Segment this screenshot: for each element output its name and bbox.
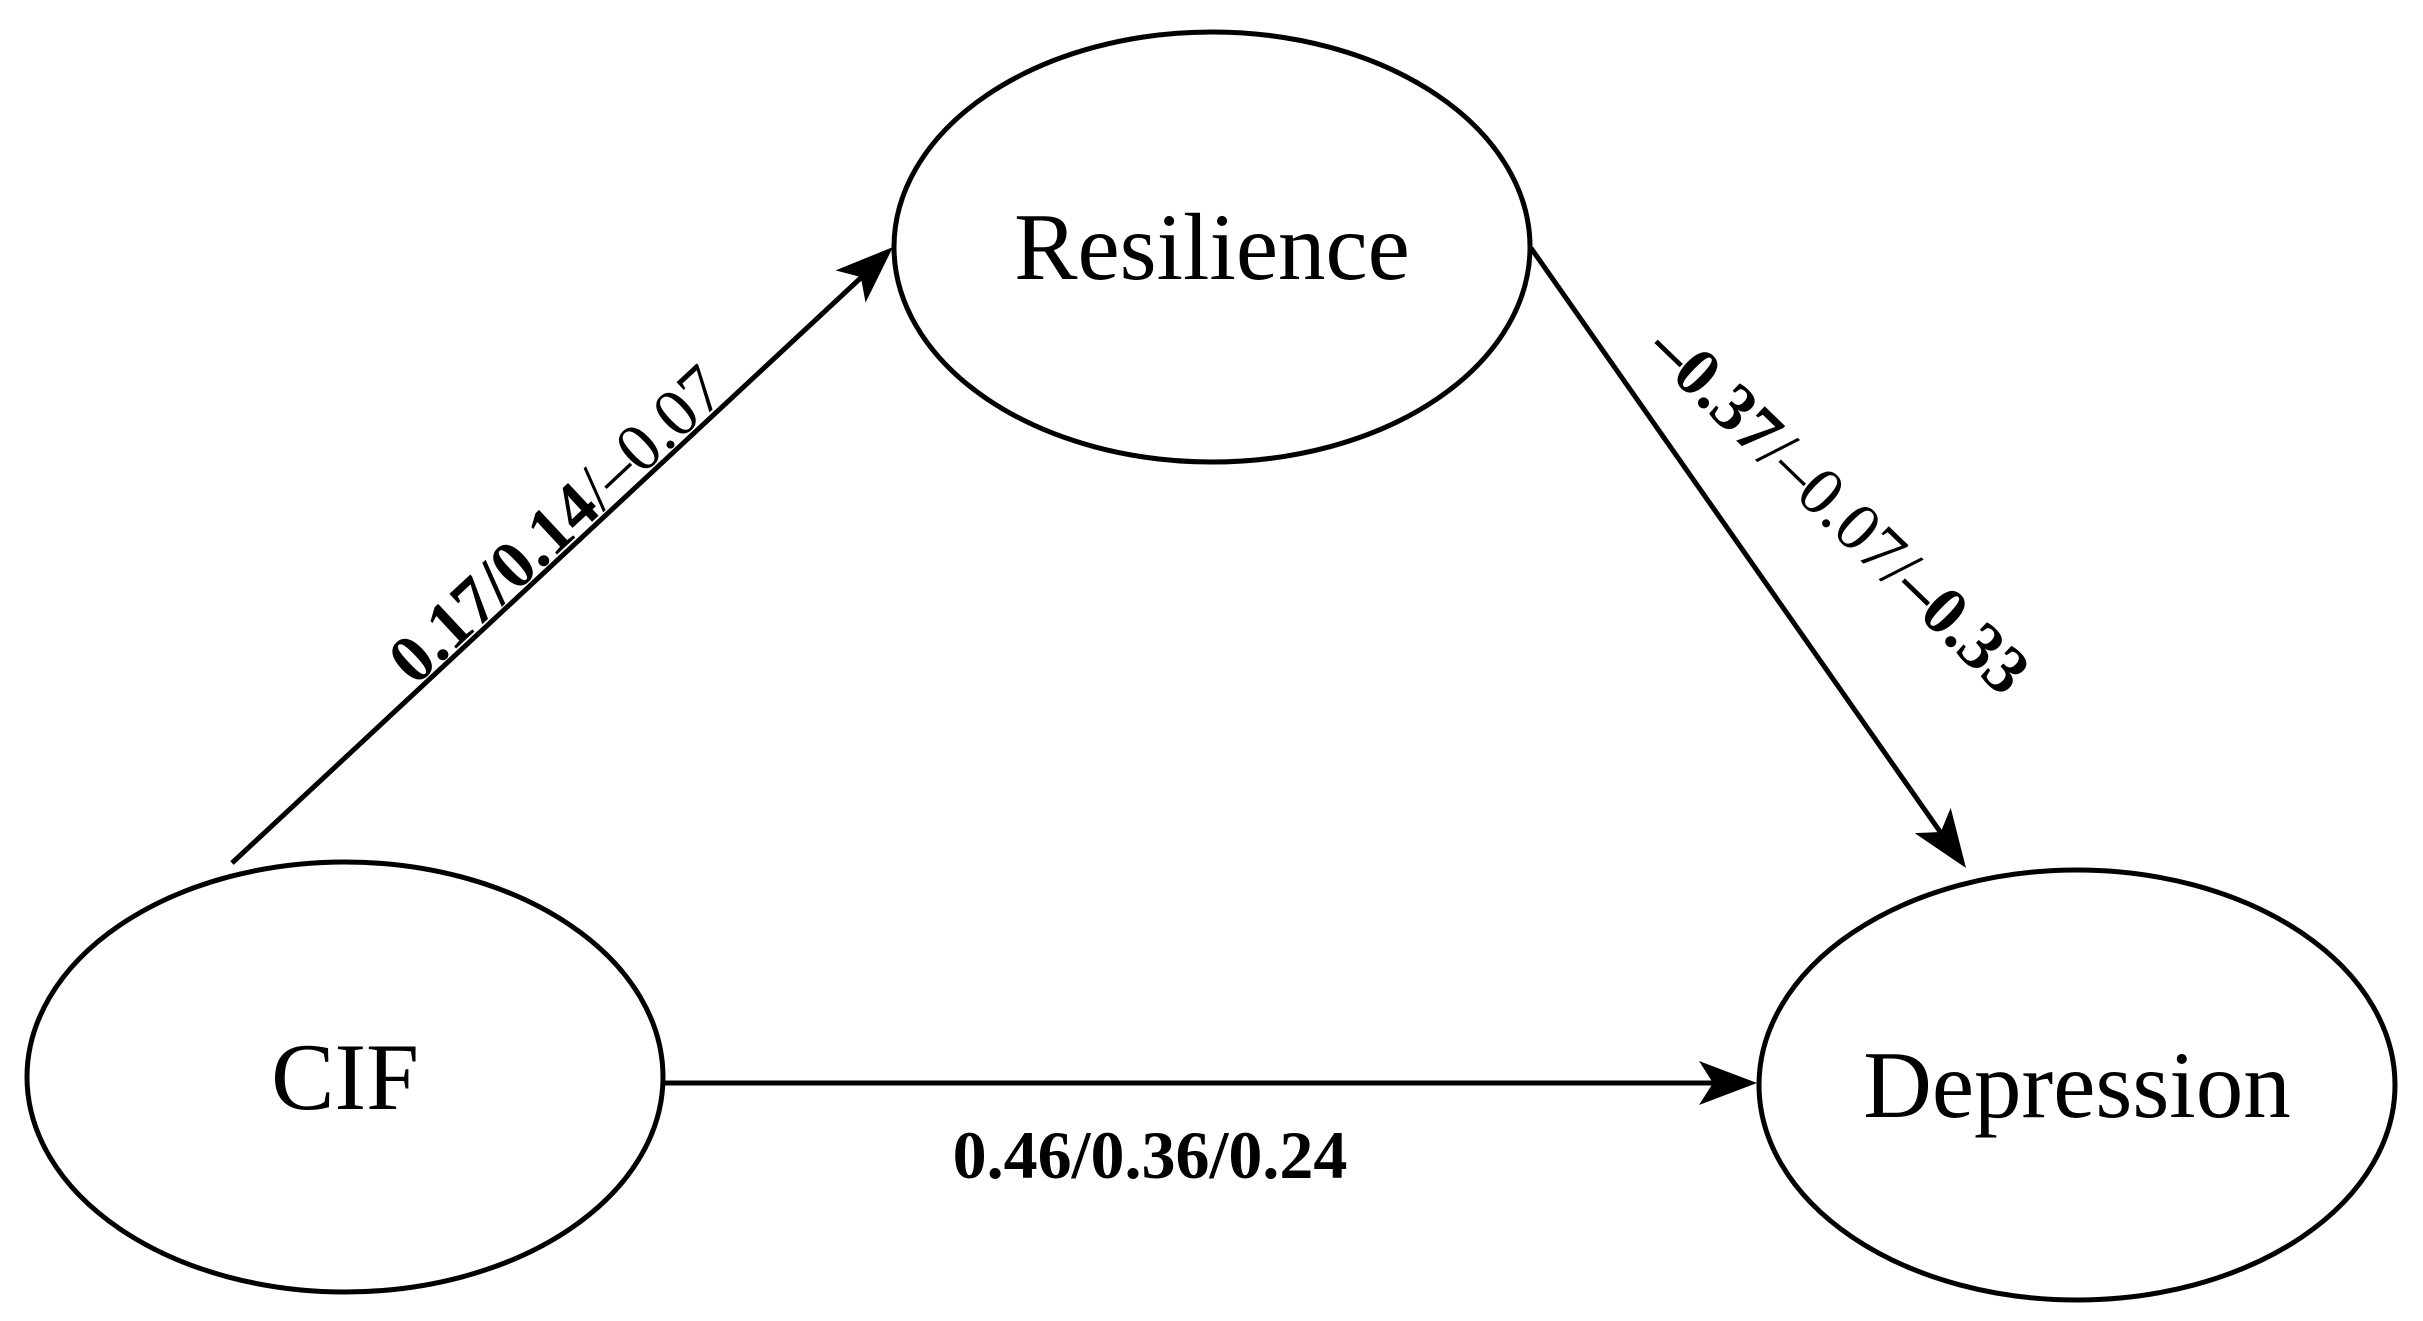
- node-depression-label: Depression: [1863, 1032, 2290, 1138]
- node-resilience-ellipse: [891, 29, 1533, 465]
- edge-cif-to-depression: 0.46/0.36/0.24: [665, 1061, 1757, 1193]
- edge-line-cif-to-resilience: [230, 258, 882, 865]
- edge-label-segment: /–0.07/: [1745, 415, 1935, 602]
- node-resilience: Resilience: [891, 29, 1533, 465]
- edge-line-resilience-to-depression: [1528, 246, 1958, 855]
- edge-label-cif-to-resilience: 0.17/0.14/–0.07: [373, 350, 738, 698]
- edge-label-segment: 0.17/0.14: [373, 467, 613, 698]
- node-depression: Depression: [1756, 867, 2398, 1303]
- arrowhead-cif-to-resilience: [835, 247, 893, 303]
- node-cif-label: CIF: [271, 1024, 419, 1130]
- edge-resilience-to-depression: –0.37/–0.07/–0.33: [1528, 246, 2045, 868]
- node-cif: CIF: [24, 859, 666, 1295]
- edge-label-resilience-to-depression: –0.37/–0.07/–0.33: [1634, 308, 2045, 708]
- edge-label-segment: /–0.07: [561, 350, 739, 523]
- node-cif-ellipse: [24, 859, 666, 1295]
- arrowhead-cif-to-depression: [1699, 1061, 1757, 1105]
- arrowhead-resilience-to-depression: [1914, 807, 1966, 868]
- node-resilience-label: Resilience: [1014, 194, 1410, 300]
- edge-label-cif-to-depression: 0.46/0.36/0.24: [953, 1117, 1348, 1193]
- edge-label-segment: 0.46/0.36/0.24: [953, 1117, 1348, 1193]
- edge-cif-to-resilience: 0.17/0.14/–0.07: [230, 247, 893, 865]
- node-depression-ellipse: [1756, 867, 2398, 1303]
